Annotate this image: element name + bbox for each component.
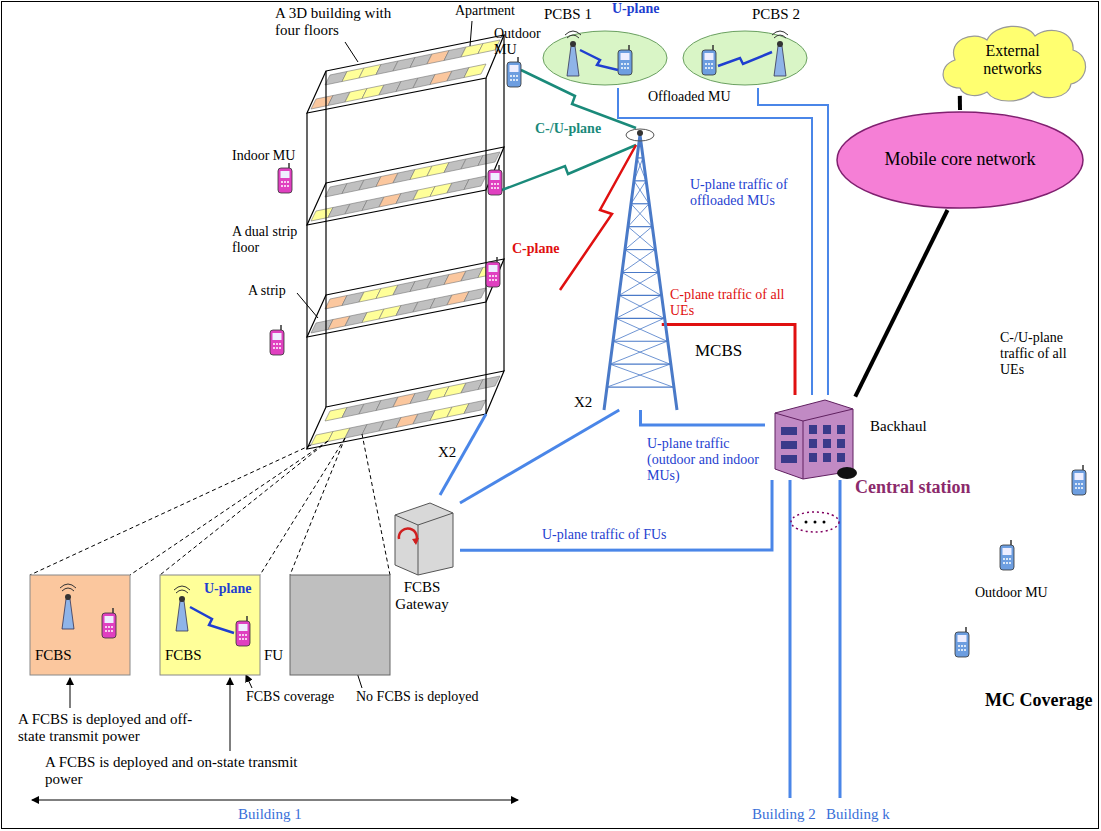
- more-buildings-ellipse: [791, 512, 839, 532]
- annotation-label: MC Coverage: [985, 690, 1092, 711]
- link-line: [855, 210, 947, 397]
- node-label: Mobile core network: [835, 149, 1085, 170]
- node-label: FCBS: [35, 647, 72, 664]
- core-network-ellipse: Mobile core network: [835, 110, 1085, 210]
- annotation-label: Building 1: [238, 806, 302, 823]
- annotation-label: A 3D building with four floors: [275, 5, 403, 40]
- node-label: U-plane: [204, 581, 251, 597]
- leader-lines: [32, 21, 518, 800]
- fcbs-footprint-lines: [30, 434, 390, 575]
- annotation-label: Apartment: [455, 3, 515, 19]
- radio-links: [502, 70, 636, 290]
- mobile-units: [270, 57, 1086, 657]
- network-cloud: External networks: [935, 18, 1090, 100]
- annotation-label: C-plane: [512, 241, 559, 257]
- fcbs-off-box: FCBS: [30, 575, 130, 675]
- annotation-label: Offloaded MU: [648, 89, 731, 105]
- annotation-label: Building k: [826, 806, 890, 823]
- annotation-label: FCBS coverage: [246, 689, 334, 705]
- central-shape: [765, 395, 860, 480]
- link-label: U-plane traffic of FUs: [540, 527, 669, 543]
- link-line: [758, 88, 828, 395]
- annotation-label: Indoor MU: [232, 148, 295, 164]
- node-label: Central station: [855, 477, 971, 498]
- node-label: FU: [264, 647, 283, 664]
- picocell-ellipse: PCBS 1: [540, 8, 670, 88]
- link-line: [662, 325, 795, 396]
- annotation-label: C-/U-plane traffic of all UEs: [1000, 330, 1092, 378]
- annotation-label: A strip: [248, 283, 286, 299]
- picocell-ellipse: PCBS 2: [680, 8, 810, 88]
- annotation-label: A FCBS is deployed and off-state transmi…: [18, 711, 218, 746]
- central-station: Central station: [765, 395, 860, 480]
- link-label: C-plane traffic of all UEs: [668, 287, 790, 319]
- annotation-label: A dual strip floor: [232, 224, 300, 256]
- link-label: U-plane traffic (outdoor and indoor MUs): [645, 436, 767, 484]
- link-line: [641, 410, 766, 425]
- node-label: MCBS: [695, 341, 742, 361]
- ellipsis-dots: [805, 521, 826, 524]
- annotation-label: U-plane: [612, 1, 659, 17]
- link-line: [460, 410, 619, 503]
- node-label: FCBS Gateway: [387, 579, 457, 614]
- node-label: External networks: [955, 42, 1070, 79]
- link-label: U-plane traffic of offloaded MUs: [688, 177, 810, 209]
- tower-shape: [598, 125, 683, 410]
- link-line: [958, 96, 962, 110]
- annotation-label: A FCBS is deployed and on-state transmit…: [45, 754, 307, 789]
- annotation-label: X2: [438, 444, 456, 461]
- annotation-label: No FCBS is deployed: [356, 689, 479, 705]
- macrocell-tower: MCBS: [598, 125, 683, 410]
- node-label: FCBS: [165, 647, 202, 664]
- backbone-lines: [440, 414, 840, 798]
- node-label: PCBS 1: [544, 6, 592, 23]
- annotation-label: Building 2: [752, 806, 816, 823]
- link-label: X2: [572, 394, 594, 411]
- annotation-label: Outdoor MU: [494, 26, 538, 58]
- building-drawing: [307, 35, 504, 449]
- gateway-shape: [385, 495, 460, 575]
- empty-apartment-box: [290, 575, 390, 675]
- node-label: PCBS 2: [752, 6, 800, 23]
- link-label: Backhaul: [868, 418, 929, 435]
- link-line: [460, 480, 772, 550]
- annotation-label: Outdoor MU: [975, 585, 1048, 601]
- fcbs-on-box: FCBSU-planeFU: [160, 575, 260, 675]
- fcbs-gateway: FCBS Gateway: [385, 495, 460, 575]
- annotation-label: C-/U-plane: [535, 121, 601, 137]
